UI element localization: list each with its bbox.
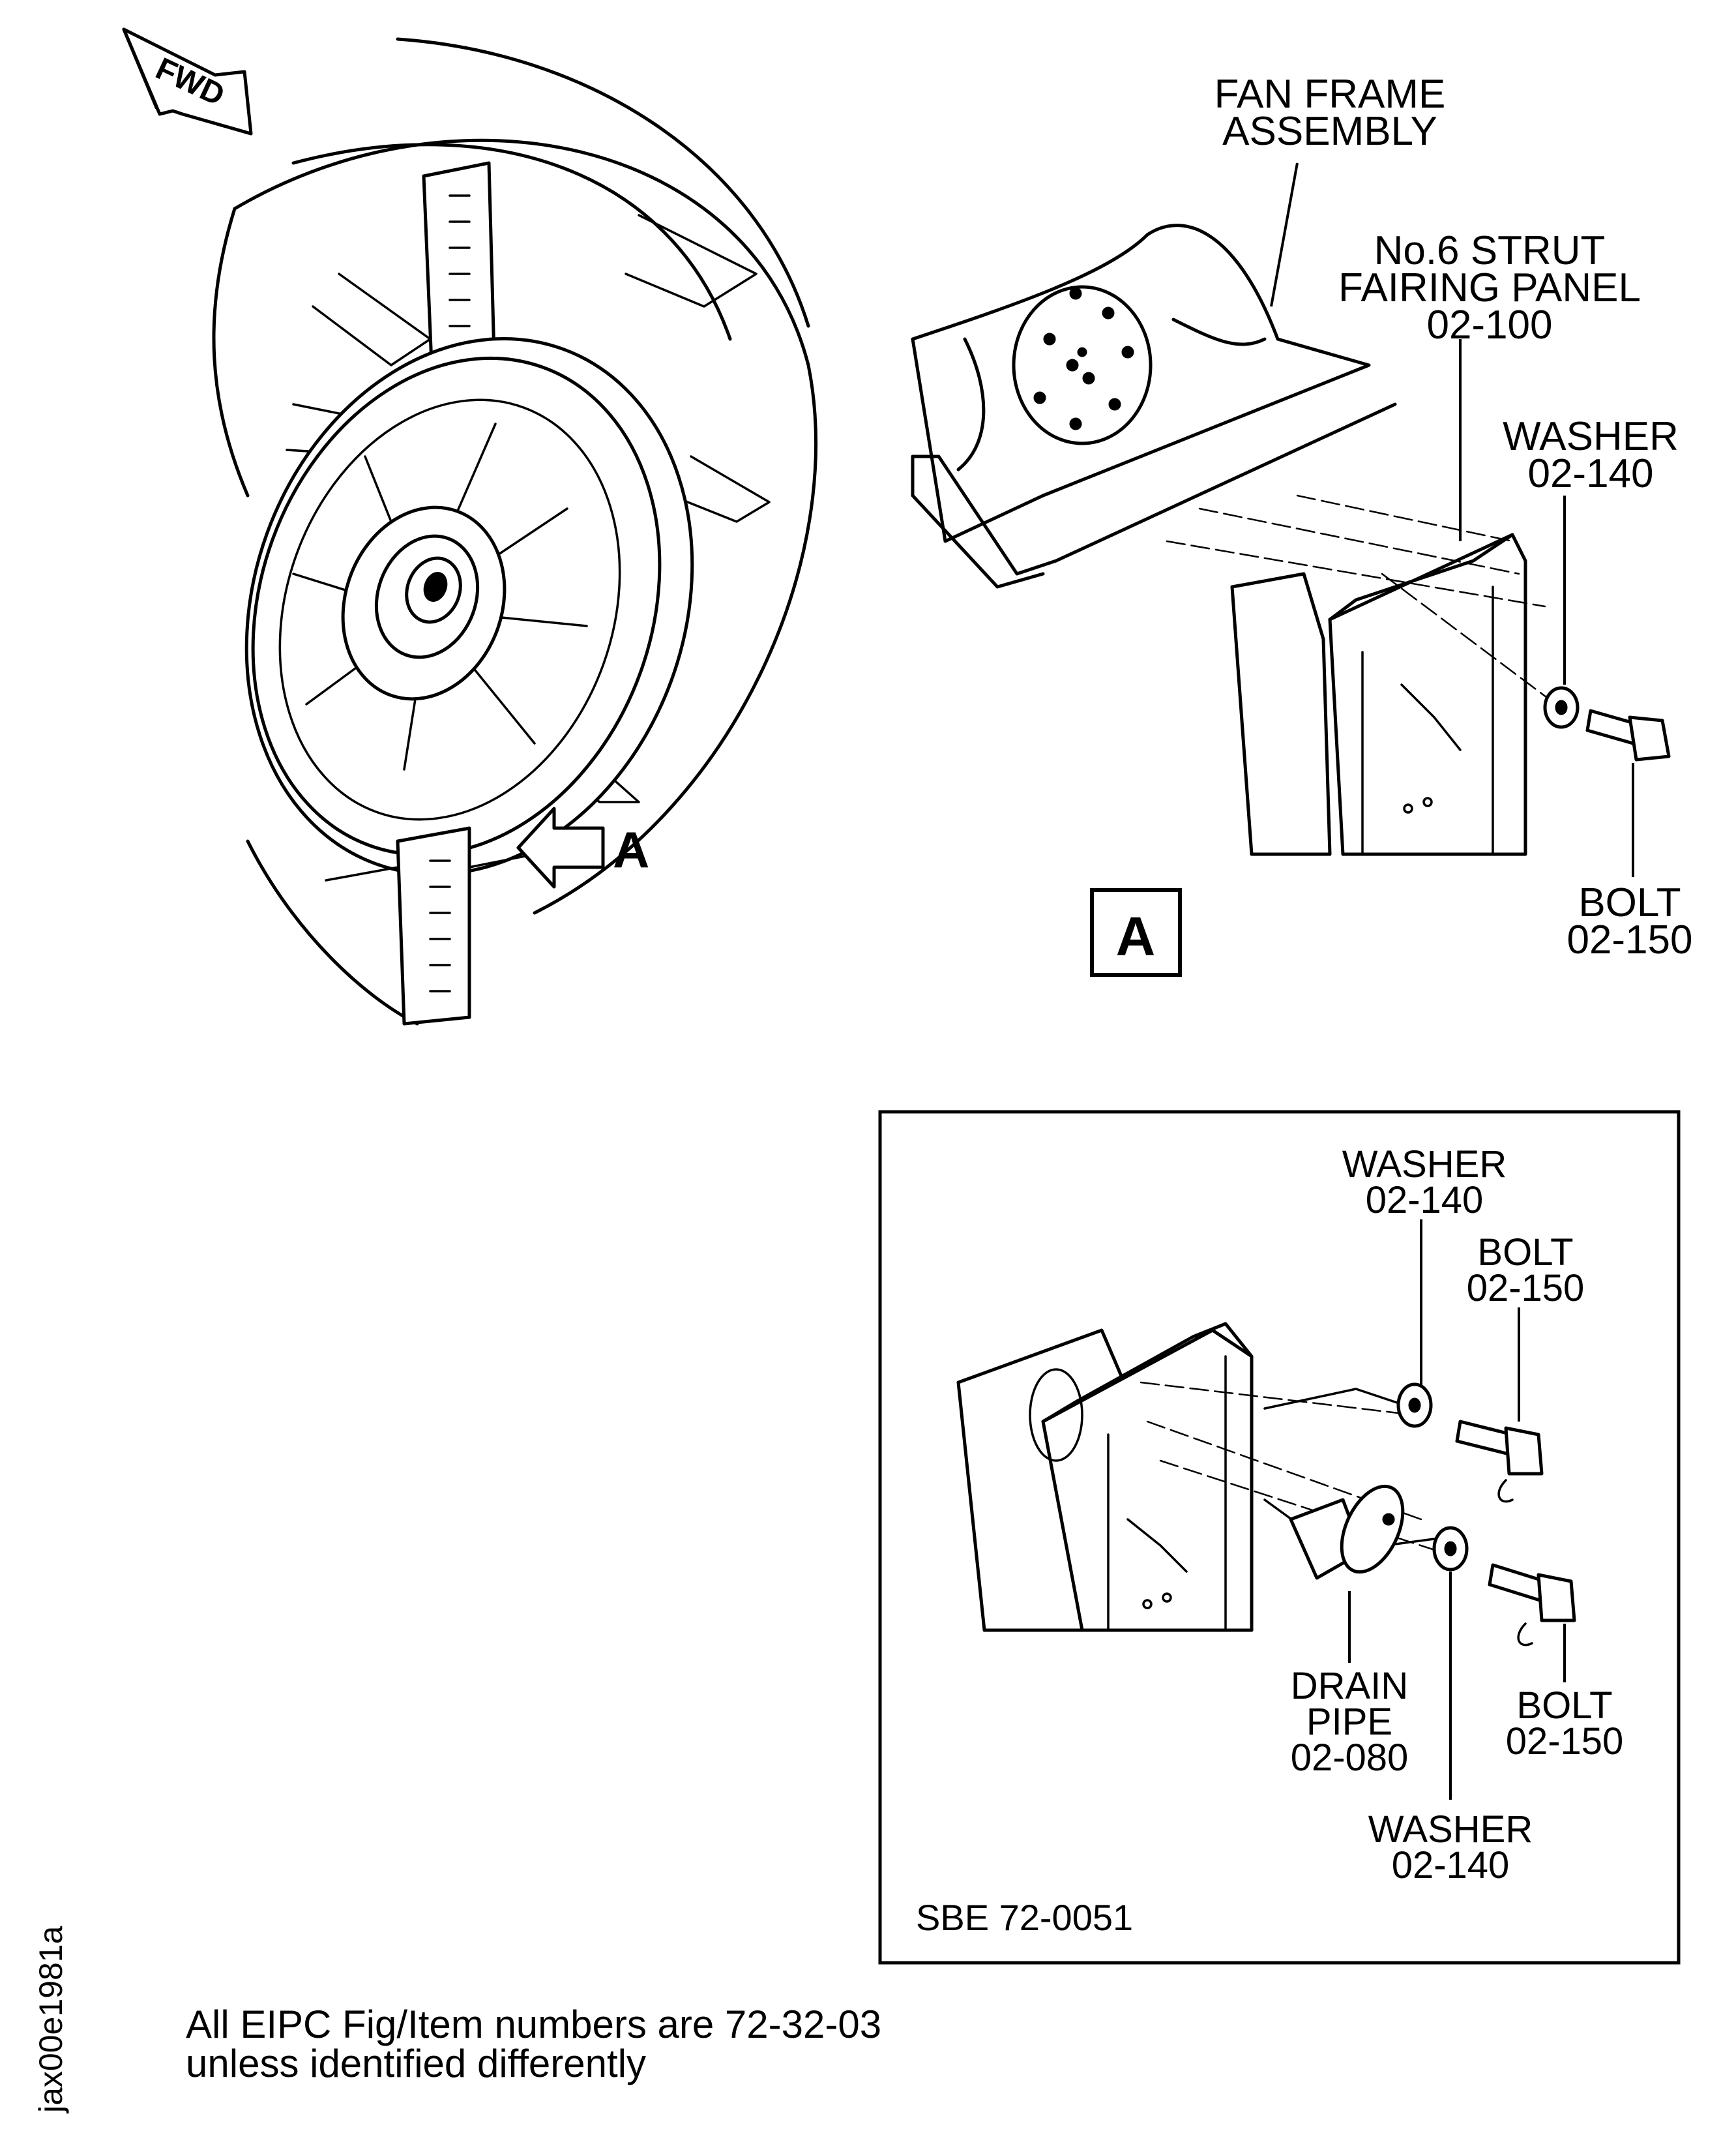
washer-part <box>1543 686 1580 729</box>
svg-text:No.6 STRUT: No.6 STRUT <box>1374 228 1606 273</box>
sbe-inset-panel: WASHER 02-140 BOLT 02-150 DRAIN PIPE 02-… <box>878 1110 1681 1965</box>
inset-drain-pipe-label: DRAIN PIPE 02-080 <box>1291 1665 1409 1779</box>
inset-bolt-lower-label: BOLT 02-150 <box>1506 1684 1624 1763</box>
svg-text:ASSEMBLY: ASSEMBLY <box>1222 109 1437 154</box>
svg-text:PIPE: PIPE <box>1306 1701 1392 1743</box>
footer-note: All EIPC Fig/Item numbers are 72-32-03 u… <box>186 2003 881 2085</box>
service-bulletin-label: SBE 72-0051 <box>916 1897 1133 1938</box>
view-a-arrow-label: A <box>613 821 649 878</box>
bolt-lower-part <box>1488 1563 1576 1647</box>
bolt-upper-part <box>1455 1420 1544 1503</box>
engine-fan-frame-drawing: FWD <box>122 27 817 1026</box>
svg-text:02-150: 02-150 <box>1567 917 1692 962</box>
inset-bolt-upper-label: BOLT 02-150 <box>1467 1231 1585 1309</box>
view-a-box: A <box>1090 888 1182 977</box>
drawing-id-label: jax00e1981a <box>33 1926 69 2114</box>
view-a-arrow: A <box>516 807 649 889</box>
inset-washer-upper-label: WASHER 02-140 <box>1342 1143 1507 1221</box>
fan-frame-assembly-label: FAN FRAME ASSEMBLY <box>1214 72 1446 154</box>
svg-text:BOLT: BOLT <box>1477 1231 1573 1274</box>
svg-text:02-100: 02-100 <box>1426 303 1552 348</box>
svg-text:WASHER: WASHER <box>1503 414 1679 459</box>
svg-text:BOLT: BOLT <box>1578 880 1681 925</box>
svg-text:02-140: 02-140 <box>1366 1179 1484 1221</box>
inset-washer-lower-label: WASHER 02-140 <box>1368 1808 1533 1886</box>
washer-label: WASHER 02-140 <box>1503 414 1679 496</box>
fwd-arrow: FWD <box>122 27 253 136</box>
strut-fairing-panel-label: No.6 STRUT FAIRING PANEL 02-100 <box>1338 228 1641 348</box>
svg-text:02-140: 02-140 <box>1392 1844 1510 1886</box>
svg-text:02-150: 02-150 <box>1467 1267 1585 1309</box>
view-a-box-label: A <box>1116 906 1156 967</box>
view-a-detail-drawing: A FAN FRAME ASSEMBLY No.6 STRUT FAIRING … <box>911 72 1693 977</box>
washer-upper-part <box>1396 1382 1433 1428</box>
svg-text:02-140: 02-140 <box>1527 451 1653 496</box>
drain-pipe-part <box>1289 1484 1405 1580</box>
footer-note-line-1: All EIPC Fig/Item numbers are 72-32-03 <box>186 2003 881 2046</box>
svg-text:FAIRING PANEL: FAIRING PANEL <box>1338 265 1641 310</box>
svg-text:WASHER: WASHER <box>1342 1143 1507 1185</box>
bolt-part <box>1585 709 1671 762</box>
svg-text:02-080: 02-080 <box>1291 1736 1409 1779</box>
washer-lower-part <box>1432 1526 1469 1572</box>
bolt-label: BOLT 02-150 <box>1567 880 1692 962</box>
svg-text:BOLT: BOLT <box>1516 1684 1612 1727</box>
svg-text:WASHER: WASHER <box>1368 1808 1533 1851</box>
footer-note-line-2: unless identified differently <box>186 2042 646 2085</box>
svg-text:FAN FRAME: FAN FRAME <box>1214 72 1446 117</box>
svg-text:DRAIN: DRAIN <box>1291 1665 1408 1707</box>
svg-text:02-150: 02-150 <box>1506 1720 1624 1763</box>
